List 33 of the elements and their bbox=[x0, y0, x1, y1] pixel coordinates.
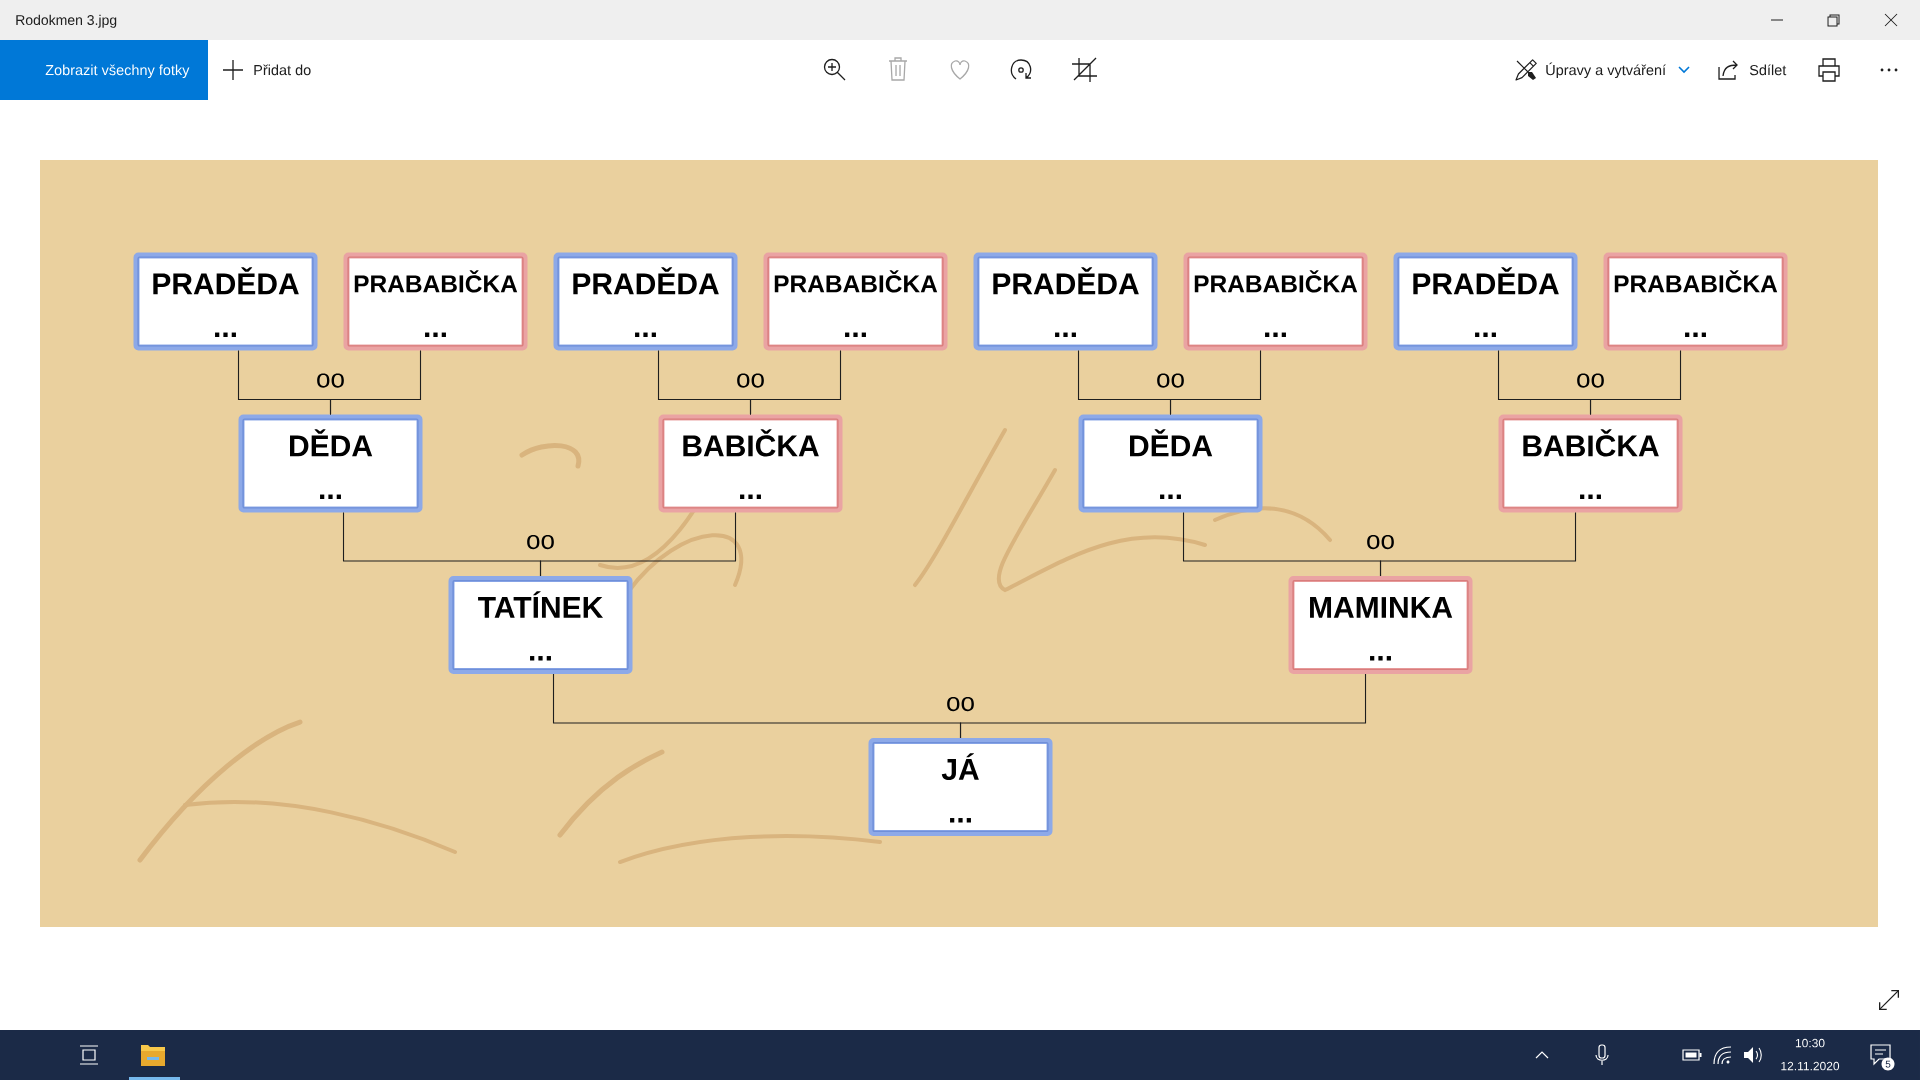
person-box: DĚDA ... bbox=[238, 414, 423, 513]
toolbar-label: Přidat do bbox=[254, 64, 311, 76]
connector-line bbox=[329, 349, 422, 416]
toolbar-label: Úpravy a vytváření bbox=[1546, 62, 1666, 79]
person-box: BABIČKA ... bbox=[658, 414, 843, 513]
person-box: DĚDA ... bbox=[1078, 414, 1263, 513]
person-box: PRADĚDA ... bbox=[133, 252, 318, 351]
connector-line bbox=[1589, 349, 1682, 416]
connector-line bbox=[959, 673, 1367, 739]
notification-count: 5 bbox=[1881, 1057, 1895, 1071]
person-box: PRABABIČKA ... bbox=[763, 252, 948, 351]
edge-label: oo bbox=[1364, 533, 1397, 551]
edge-label: oo bbox=[944, 695, 977, 713]
person-box: JÁ ... bbox=[868, 738, 1053, 836]
person-box: PRABABIČKA ... bbox=[1603, 252, 1788, 351]
connector-line bbox=[1169, 349, 1262, 416]
person-box: PRABABIČKA ... bbox=[1183, 252, 1368, 351]
clock-time: 10:30 bbox=[1795, 1038, 1825, 1048]
person-box: BABIČKA ... bbox=[1498, 414, 1683, 513]
person-box: PRADĚDA ... bbox=[1393, 252, 1578, 351]
toolbar-label: Sdílet bbox=[1749, 64, 1787, 76]
person-box: PRABABIČKA ... bbox=[343, 252, 528, 351]
clock-date: 12.11.2020 bbox=[1781, 1061, 1840, 1071]
connector-line bbox=[539, 511, 737, 577]
person-box: TATÍNEK ... bbox=[448, 576, 633, 674]
toolbar-button: Zobrazit všechny fotky bbox=[0, 40, 208, 100]
window-title: Rodokmen 3.jpg bbox=[16, 14, 117, 28]
person-box: PRADĚDA ... bbox=[973, 252, 1158, 351]
person-box: PRADĚDA ... bbox=[553, 252, 738, 351]
person-box: MAMINKA ... bbox=[1288, 576, 1473, 674]
edge-label: oo bbox=[524, 533, 557, 551]
connector-line bbox=[749, 349, 842, 416]
connector-line bbox=[1379, 511, 1577, 577]
